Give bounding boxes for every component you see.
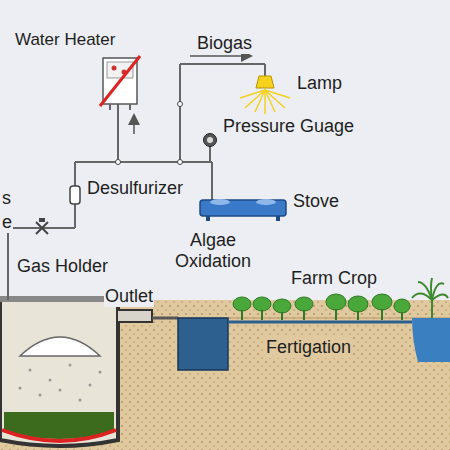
cut-label: e <box>1 212 13 233</box>
algae-label: Algae Oxidation <box>160 230 266 272</box>
desulfurizer-label: Desulfurizer <box>86 178 184 199</box>
gas-label: Biogas <box>196 33 253 54</box>
heater-label: Water Heater <box>14 29 116 50</box>
outlet-label: Outlet <box>104 286 154 307</box>
lamp-label: Lamp <box>296 73 343 94</box>
fertigation-label: Fertigation <box>265 337 352 358</box>
stove-label: Stove <box>292 191 340 212</box>
gauge-label: Pressure Guage <box>222 116 355 137</box>
cut-label: s <box>1 188 12 209</box>
crop-label: Farm Crop <box>290 268 378 289</box>
holder-label: Gas Holder <box>16 256 109 277</box>
